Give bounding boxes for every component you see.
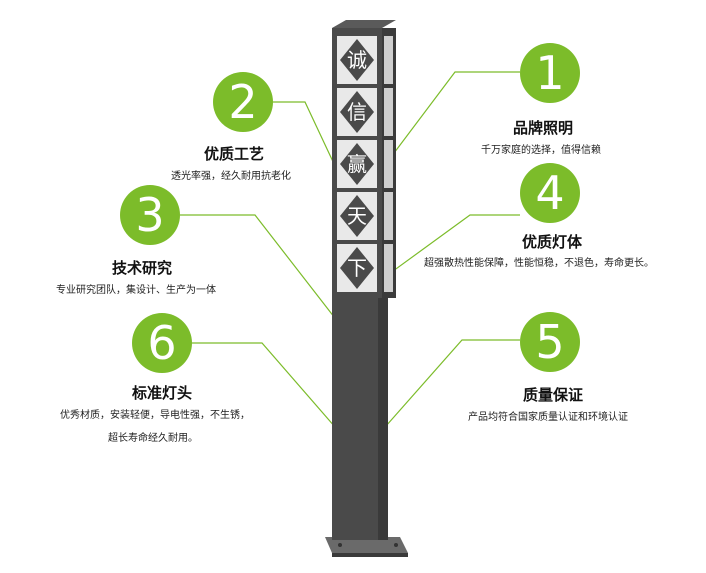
- feature-desc-1: 千万家庭的选择，值得信赖: [481, 145, 601, 156]
- pole-panel: 赢: [337, 140, 393, 188]
- badge-3: 3: [120, 185, 180, 245]
- leader-line-6: [190, 342, 343, 436]
- feature-desc-6a: 优秀材质，安装轻便，导电性强，不生锈，: [60, 410, 250, 421]
- pole-panel: 诚: [337, 36, 393, 84]
- feature-desc-4: 超强散热性能保障，性能恒稳，不退色，寿命更长。: [424, 258, 654, 269]
- feature-desc-3: 专业研究团队，集设计、生产为一体: [56, 285, 216, 296]
- pole-panel: 天: [337, 192, 393, 240]
- leader-line-4: [377, 214, 520, 283]
- pole-panel: 信: [337, 88, 393, 136]
- pole-character: 诚: [347, 48, 367, 72]
- pole-character: 赢: [347, 152, 367, 176]
- feature-title-4: 优质灯体: [522, 233, 583, 251]
- badge-4: 4: [520, 163, 580, 223]
- leader-line-3: [180, 214, 339, 323]
- feature-title-6: 标准灯头: [132, 384, 193, 402]
- leader-line-5: [377, 339, 520, 436]
- badge-5: 5: [520, 312, 580, 372]
- pole-shaft-side: [378, 295, 388, 540]
- feature-desc-6b: 超长寿命经久耐用。: [108, 433, 198, 444]
- feature-desc-2: 透光率强，经久耐用抗老化: [171, 171, 291, 182]
- feature-desc-5: 产品均符合国家质量认证和环境认证: [468, 412, 628, 423]
- feature-title-2: 优质工艺: [204, 145, 265, 163]
- feature-title-1: 品牌照明: [513, 119, 574, 137]
- feature-title-3: 技术研究: [112, 259, 173, 277]
- pole-character: 下: [347, 256, 367, 280]
- pole-character: 天: [347, 204, 367, 228]
- leader-lines: [180, 71, 520, 436]
- leader-line-1: [384, 71, 520, 166]
- pole-panel: 下: [337, 244, 393, 292]
- pole-character: 信: [347, 100, 367, 124]
- base-plate: [325, 537, 408, 553]
- pole-shaft-front: [332, 295, 378, 540]
- badge-2: 2: [213, 72, 273, 132]
- badge-1: 1: [520, 43, 580, 103]
- badge-6: 6: [132, 313, 192, 373]
- feature-title-5: 质量保证: [523, 386, 584, 404]
